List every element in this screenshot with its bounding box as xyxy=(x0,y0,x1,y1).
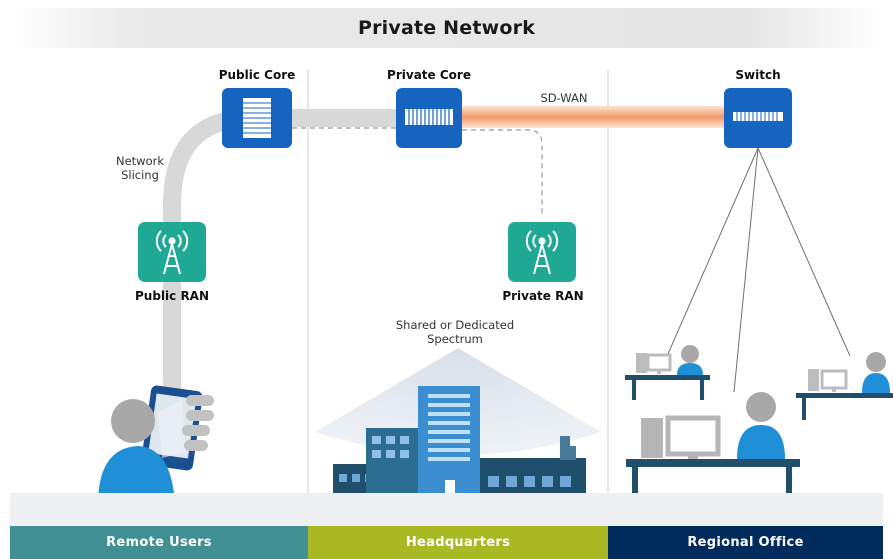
network-slicing-line-1: Network xyxy=(115,154,165,168)
sd-wan-label: SD-WAN xyxy=(540,91,588,105)
public-ran-label: Public RAN xyxy=(134,289,210,303)
private-ran-label: Private RAN xyxy=(502,289,584,303)
private-core-icon xyxy=(396,88,462,148)
public-core-label: Public Core xyxy=(218,68,296,82)
spectrum-line-1: Shared or Dedicated xyxy=(395,318,515,332)
remote-user-icon xyxy=(98,385,214,505)
network-slicing-path xyxy=(163,109,430,395)
switch-links xyxy=(667,147,851,393)
diagram-title: Private Network xyxy=(10,8,883,48)
sd-wan-link xyxy=(462,106,724,128)
private-core-label: Private Core xyxy=(387,68,471,82)
regional-office-section-label: Regional Office xyxy=(608,526,883,559)
switch-icon xyxy=(724,88,792,148)
public-ran-icon xyxy=(138,222,206,282)
network-slicing-line-2: Slicing xyxy=(121,168,159,182)
regional-workstation-center xyxy=(626,392,800,507)
private-core-ran-dashed-link xyxy=(462,129,543,216)
regional-workstation-right xyxy=(796,352,893,420)
switch-label: Switch xyxy=(735,68,781,82)
regional-workstation-left xyxy=(625,345,710,400)
network-slicing-note: Network Slicing xyxy=(104,154,176,182)
public-core-icon xyxy=(222,88,292,148)
spectrum-line-2: Spectrum xyxy=(427,332,483,346)
headquarters-section-label: Headquarters xyxy=(308,526,608,559)
remote-users-section-label: Remote Users xyxy=(10,526,308,559)
ground-band xyxy=(10,493,883,526)
private-ran-icon xyxy=(508,222,576,282)
spectrum-note: Shared or Dedicated Spectrum xyxy=(380,318,530,346)
